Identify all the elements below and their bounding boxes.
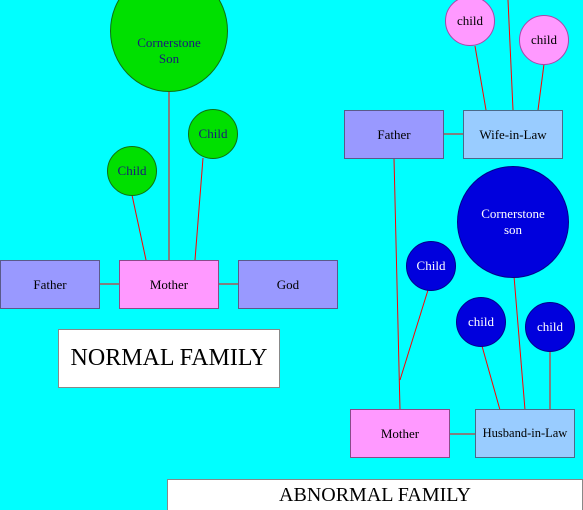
top-child-circle-2: child <box>519 15 569 65</box>
line-topchild2-wife <box>537 63 545 111</box>
line-child-left-mother <box>131 194 147 261</box>
line-top-off-wife <box>507 0 514 111</box>
child-circle-right: Child <box>188 109 238 159</box>
child-circle-right-abnormal: child <box>525 302 575 352</box>
child-circle-left: Child <box>107 146 157 196</box>
line-child-upper-mother <box>399 289 429 381</box>
child-circle-upper: Child <box>406 241 456 291</box>
top-child-circle-1: child <box>445 0 495 46</box>
mother-box-normal: Mother <box>119 260 219 309</box>
line-topchild1-wife <box>474 45 487 111</box>
normal-family-title: NORMAL FAMILY <box>58 329 280 388</box>
god-box: God <box>238 260 338 309</box>
husband-in-law-box: Husband-in-Law <box>475 409 575 458</box>
line-childmid-husband <box>481 345 501 411</box>
line-son-husband <box>513 275 526 411</box>
father-box-normal: Father <box>0 260 100 309</box>
wife-in-law-box: Wife-in-Law <box>463 110 563 159</box>
child-circle-mid: child <box>456 297 506 347</box>
mother-box-abnormal: Mother <box>350 409 450 458</box>
father-box-abnormal: Father <box>344 110 444 159</box>
cornerstone-son-circle-abnormal: Cornerstone son <box>457 166 569 278</box>
line-father-mother-ab <box>393 157 401 411</box>
line-child-right-mother <box>194 157 204 261</box>
abnormal-family-title: ABNORMAL FAMILY <box>167 479 583 510</box>
